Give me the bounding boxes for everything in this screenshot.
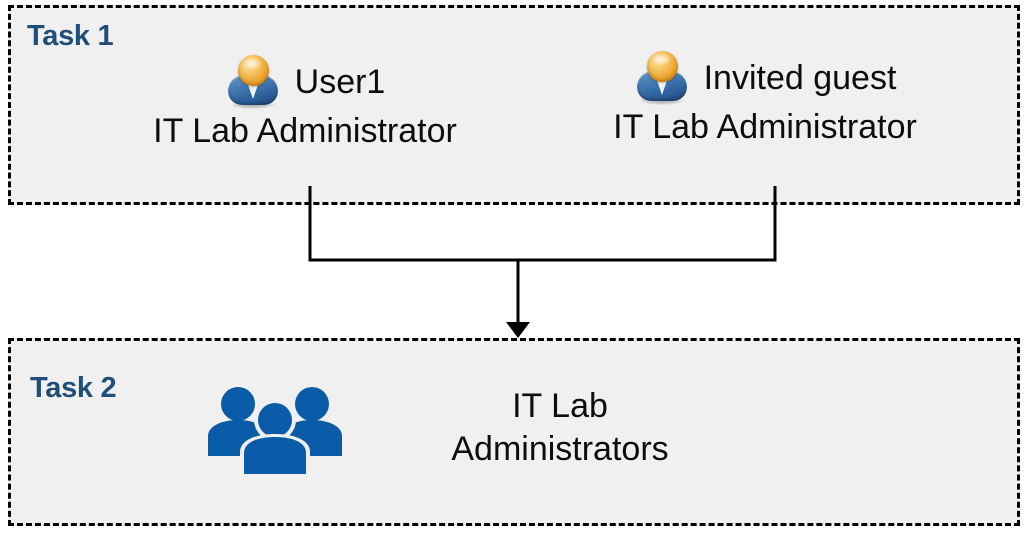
task-1-container (8, 5, 1020, 205)
user-entry-invited-guest: Invited guest IT Lab Administrator (565, 48, 965, 146)
group-name: IT Lab Administrators (380, 385, 740, 470)
connector-arrowhead (506, 322, 530, 338)
task-2-container (8, 338, 1020, 526)
task-2-label: Task 2 (30, 372, 117, 404)
group-name-line-1: IT Lab (512, 387, 608, 425)
group-people-icon (208, 387, 342, 474)
user-entry-user1-role: IT Lab Administrator (153, 112, 457, 150)
user-entry-user1: User1 IT Lab Administrator (125, 52, 485, 150)
user-avatar-icon (225, 55, 281, 109)
group-name-line-2: Administrators (451, 429, 669, 468)
user-entry-user1-header: User1 (125, 52, 485, 112)
user-entry-invited-guest-header: Invited guest (565, 48, 965, 108)
user-entry-user1-name: User1 (294, 63, 386, 101)
group-entry (200, 378, 350, 478)
task-1-label: Task 1 (27, 20, 114, 52)
user-entry-invited-guest-role: IT Lab Administrator (613, 108, 917, 146)
user-avatar-icon (634, 51, 690, 105)
user-entry-invited-guest-name: Invited guest (703, 59, 897, 97)
